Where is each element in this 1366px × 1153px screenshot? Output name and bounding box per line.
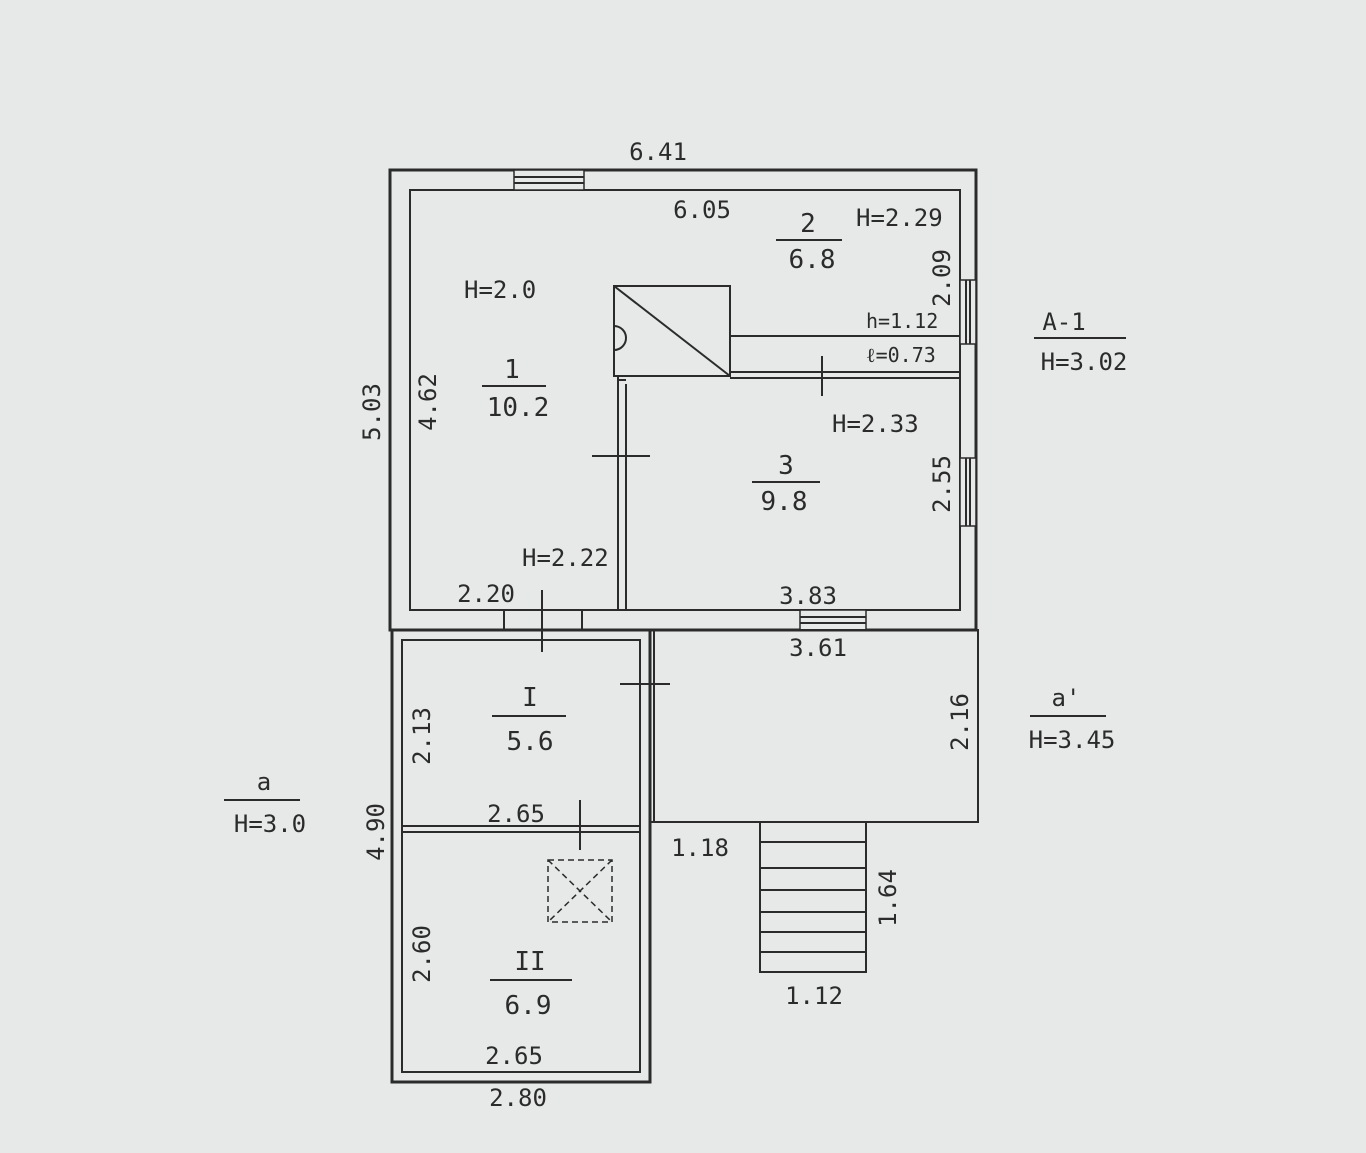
dim-top-inner: 6.05 [673, 196, 731, 224]
zone-a1-label: A-1 H=3.02 [1034, 308, 1127, 376]
main-inner-wall [409, 189, 961, 611]
room-3-number: 3 [778, 451, 794, 481]
dim-mid-right-inner: 3.83 [779, 582, 837, 610]
cellar-hatch [547, 859, 613, 923]
zone-a-label: a H=3.0 [224, 768, 306, 838]
bottom-window [799, 609, 867, 631]
dim-stairs-width: 1.12 [785, 982, 843, 1010]
annex-walls [390, 590, 652, 1084]
dim-annex-total-height: 4.90 [362, 803, 390, 861]
zone-a-prime-label: a' H=3.45 [1029, 684, 1116, 754]
main-outer-wall [388, 168, 978, 632]
stove-l-label: ℓ=0.73 [866, 343, 936, 367]
dim-annex-upper-height: 2.13 [408, 707, 436, 765]
zone-a-height: H=3.0 [234, 810, 306, 838]
room-3-height: H=2.33 [832, 410, 919, 438]
room-3-area: 9.8 [761, 487, 808, 517]
dim-mid-right-outer: 3.61 [789, 634, 847, 662]
room-I-label: I 5.6 [492, 683, 566, 757]
dim-annex-lower-height: 2.60 [408, 925, 436, 983]
dim-step-offset: 1.18 [671, 834, 729, 862]
interior-partitions [592, 285, 960, 610]
dim-annex-bottom-inner: 2.65 [485, 1042, 543, 1070]
zone-a1-height: H=3.02 [1041, 348, 1128, 376]
room-II-label: II 6.9 [490, 947, 572, 1021]
room-1-label: 1 10.2 [482, 355, 549, 423]
zone-a1-name: A-1 [1042, 308, 1085, 336]
annex-outer-wall [390, 628, 652, 1084]
top-window [513, 169, 585, 191]
dim-top-outer: 6.41 [629, 138, 687, 166]
main-house-walls [388, 168, 978, 632]
room-I-number: I [522, 683, 538, 713]
dim-stairs-length: 1.64 [874, 869, 902, 927]
room-3-label: 3 9.8 [752, 451, 820, 517]
room-1-number: 1 [504, 355, 520, 385]
dim-left-inner: 4.62 [414, 373, 442, 431]
zone-a-prime-height: H=3.45 [1029, 726, 1116, 754]
corridor-height: H=2.22 [522, 544, 609, 572]
annex-inner-wall [401, 639, 641, 1073]
room-II-area: 6.9 [505, 991, 552, 1021]
dim-annex-mid-width: 2.65 [487, 800, 545, 828]
right-window-lower [959, 457, 977, 527]
dim-left-outer: 5.03 [358, 383, 386, 441]
right-window-upper [959, 279, 977, 345]
room-1-area: 10.2 [487, 393, 550, 423]
zone-a-prime-name: a' [1052, 684, 1081, 712]
room-2-number: 2 [800, 209, 816, 239]
room-2-height: H=2.29 [856, 204, 943, 232]
dim-annex-bottom-outer: 2.80 [489, 1084, 547, 1112]
dim-veranda-height: 2.16 [946, 693, 974, 751]
stairs [759, 821, 867, 973]
zone-a-name: a [257, 768, 271, 796]
room-2-area: 6.8 [789, 245, 836, 275]
dim-right-lower: 2.55 [928, 455, 956, 513]
room-1-height: H=2.0 [464, 276, 536, 304]
dim-mid-left: 2.20 [457, 580, 515, 608]
dim-right-upper: 2.09 [928, 249, 956, 307]
room-I-area: 5.6 [507, 727, 554, 757]
room-II-number: II [514, 947, 545, 977]
stove-h-label: h=1.12 [866, 309, 938, 333]
room-2-label: 2 6.8 [776, 209, 842, 275]
